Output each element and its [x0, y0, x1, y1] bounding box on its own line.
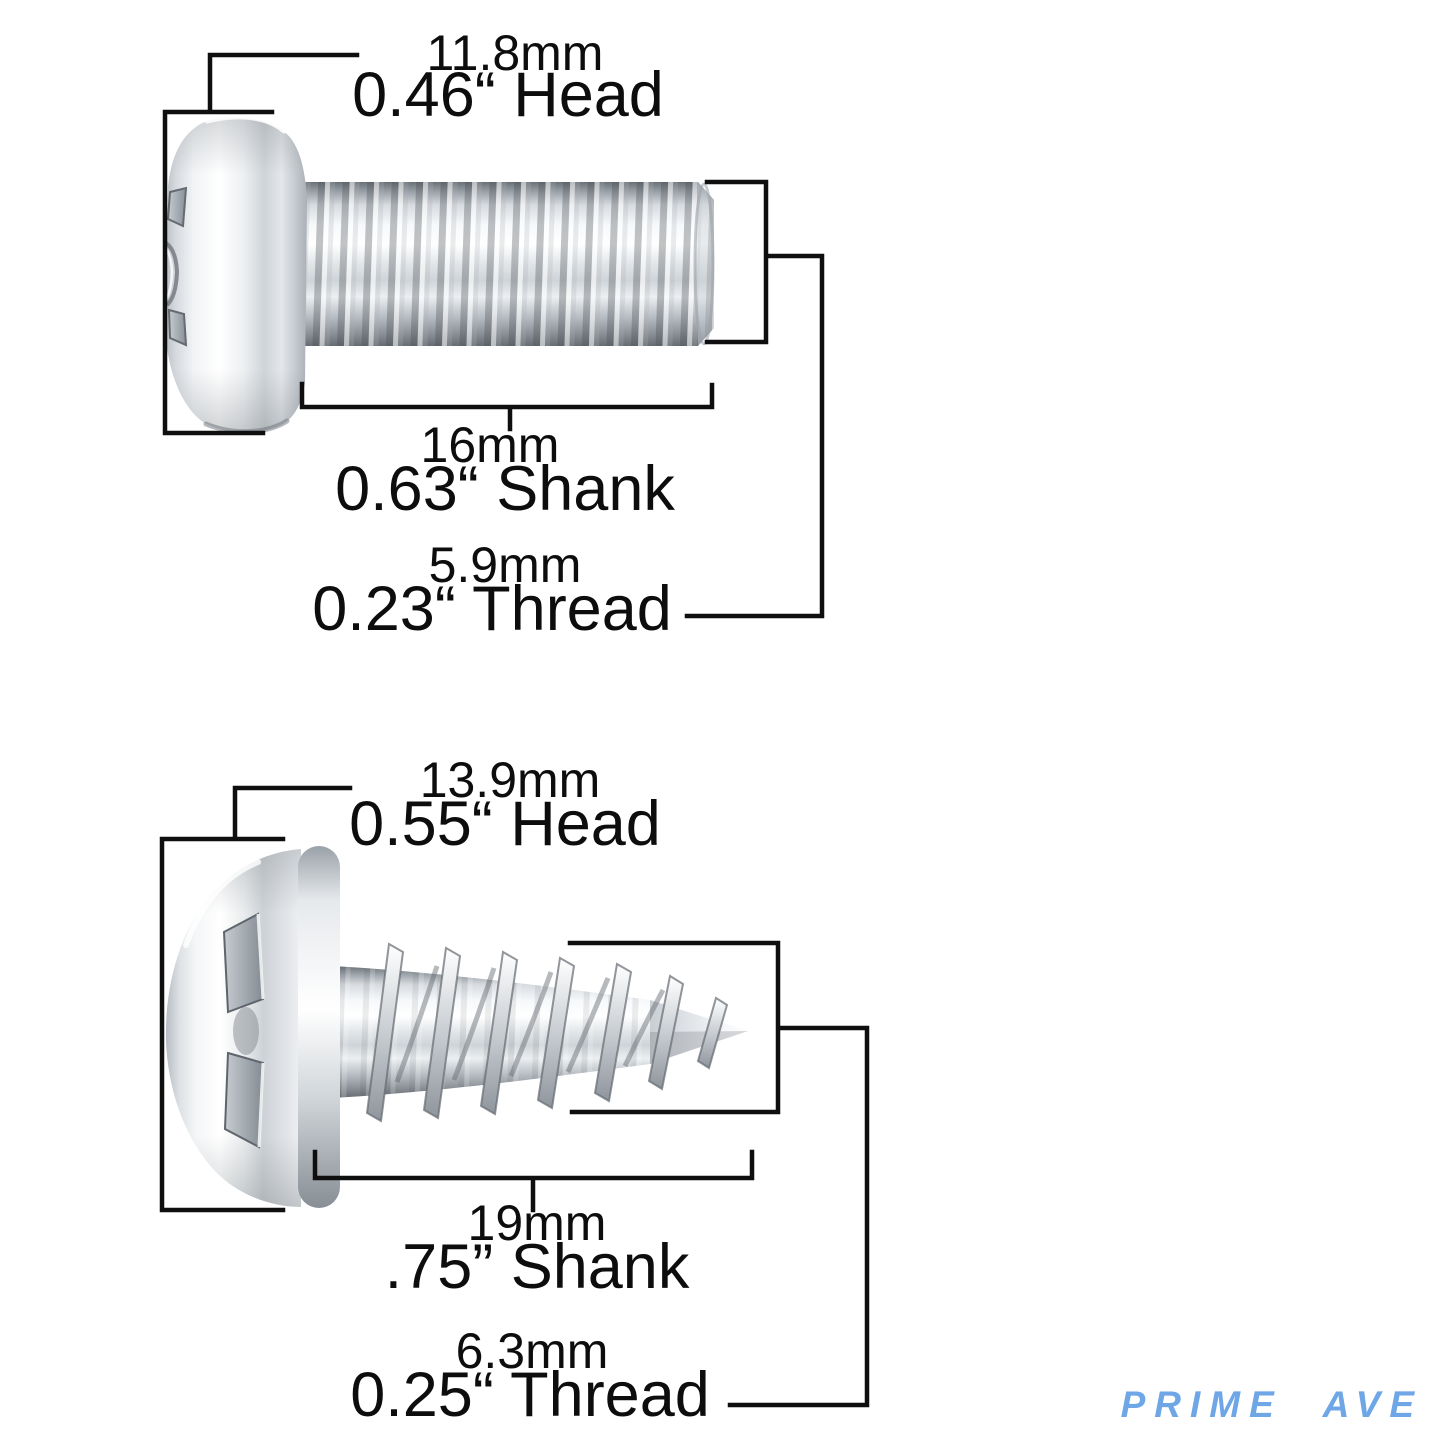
tapping-thread-fins [365, 942, 729, 1123]
phillips-recess-icon [222, 912, 265, 1149]
machine-screw-illustration [162, 114, 715, 435]
self-tapping-screw-illustration [165, 846, 748, 1208]
dim-label-tapping-thread-metric: 6.3mm [455, 1323, 609, 1379]
dim-label-tapping-shank-metric: 19mm [467, 1195, 607, 1251]
dim-label-machine-thread-imperial: 0.23“ Thread [312, 574, 672, 644]
dim-label-tapping-head-imperial: 0.55“ Head [349, 789, 661, 859]
dim-label-machine-head-metric: 11.8mm [426, 25, 604, 81]
dim-label-machine-shank-metric: 16mm [420, 417, 560, 473]
prime-ave-logo: PRIME AVE [1120, 1384, 1423, 1425]
dim-label-tapping-thread-imperial: 0.25“ Thread [350, 1360, 710, 1430]
dim-label-machine-shank-imperial: 0.63“ Shank [335, 454, 675, 524]
dim-label-tapping-shank-imperial: .75” Shank [384, 1232, 690, 1302]
dim-label-machine-head-imperial: 0.46“ Head [352, 60, 664, 130]
dim-label-tapping-head-metric: 13.9mm [419, 752, 601, 808]
dim-label-machine-thread-metric: 5.9mm [428, 537, 582, 593]
dimension-lines [159, 52, 870, 1408]
